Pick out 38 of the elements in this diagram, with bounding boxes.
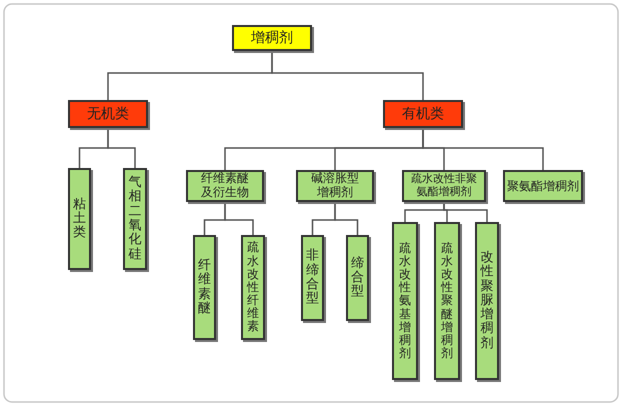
category-box [186, 170, 264, 202]
connector-line [334, 202, 358, 235]
node-label: 疏水改性非聚氨酯增稠剂 [410, 173, 478, 199]
connector-line [224, 202, 254, 235]
vertical-label-box [301, 235, 324, 321]
category-box [503, 170, 583, 202]
vertical-label-box [68, 168, 91, 270]
node-label: 非缔合型 [306, 249, 319, 307]
class-box [383, 100, 463, 128]
vertical-label-box [475, 222, 499, 380]
root-box [232, 25, 312, 51]
vertical-label-box [346, 235, 369, 321]
connector-line [443, 202, 488, 222]
connector-line [107, 128, 136, 168]
node-label: 无机类 [87, 105, 129, 123]
category-box [296, 170, 374, 202]
vertical-label-box [434, 222, 460, 380]
node-label: 疏水改性纤维素 [247, 241, 259, 334]
node-label: 聚氨酯增稠剂 [507, 178, 579, 194]
connector-line [422, 128, 544, 170]
vertical-label-box [193, 235, 216, 340]
connector-line [271, 51, 424, 100]
node-label: 缔合型 [351, 256, 364, 300]
category-box [402, 170, 486, 202]
vertical-label-box [123, 168, 147, 270]
node-label: 疏水改性氨基增稠剂 [399, 242, 411, 360]
node-label: 增稠剂 [251, 29, 293, 47]
node-label: 粘土类 [73, 198, 86, 240]
node-label: 纤维素醚 [198, 258, 211, 316]
vertical-label-box [392, 222, 418, 380]
node-label: 有机类 [402, 105, 444, 123]
node-label: 碱溶胀型增稠剂 [310, 172, 360, 200]
class-box [68, 100, 148, 128]
node-label: 气相二氧化硅 [128, 176, 142, 262]
node-label: 纤维素醚及衍生物 [200, 172, 250, 200]
node-label: 疏水改性聚醚增稠剂 [441, 242, 453, 360]
vertical-label-box [241, 235, 265, 340]
node-label: 改性聚脲增稠剂 [480, 250, 494, 352]
